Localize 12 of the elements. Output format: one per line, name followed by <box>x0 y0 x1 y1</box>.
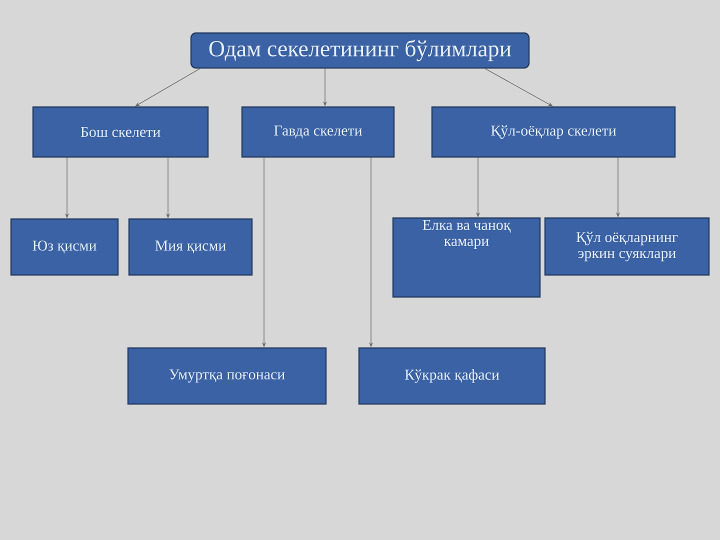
arrow <box>484 68 553 106</box>
category-box: Гавда скелети <box>241 106 395 158</box>
part-box: Умуртқа поғонаси <box>127 347 327 405</box>
arrow <box>135 68 200 106</box>
part-box: Кўкрак қафаси <box>358 347 546 405</box>
category-box: Бош скелети <box>32 106 209 158</box>
category-box: Қўл-оёқлар скелети <box>431 106 676 158</box>
part-box: Елка ва чаноқ камари <box>392 217 541 298</box>
part-box: Мия қисми <box>128 218 253 276</box>
part-box: Юз қисми <box>10 218 119 276</box>
part-box: Қўл оёқларнинг эркин суяклари <box>544 217 710 276</box>
heading-box: Одам секелетининг бўлимлари <box>190 32 530 69</box>
